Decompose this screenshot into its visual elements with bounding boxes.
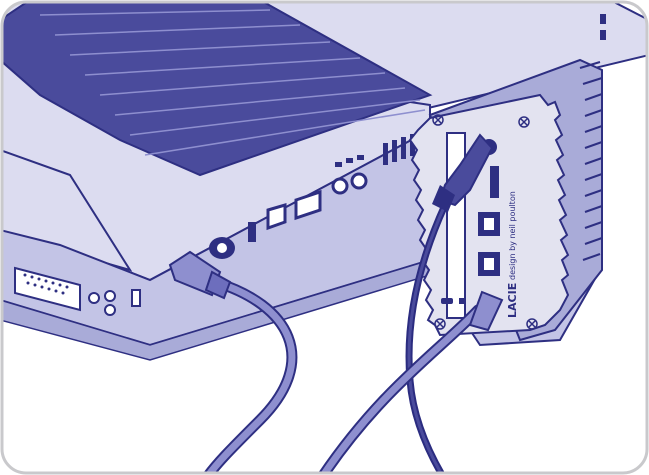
usb-port-icon <box>248 222 256 242</box>
firewire-port-icon <box>478 212 500 236</box>
firewire-port-icon <box>478 252 500 276</box>
ps2-port-icon <box>209 237 235 259</box>
brand-logo: LACIE <box>506 283 519 318</box>
design-credit: design by neil poulton <box>508 191 517 280</box>
